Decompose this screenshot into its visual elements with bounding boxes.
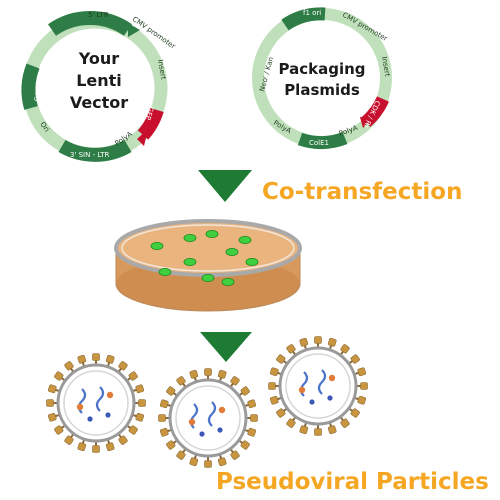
segment-label: Insert: [380, 56, 391, 77]
colony-group: [150, 229, 259, 286]
lenti-vector-plasmid: 5' LTR CMV promoter Insert GFP PolyA 3' …: [21, 10, 177, 162]
colony: [150, 241, 164, 250]
plasmid-title-line: Your: [78, 49, 120, 68]
virus-particle: [158, 368, 258, 468]
plasmid-title-line: Packaging: [279, 60, 366, 78]
colony: [183, 233, 197, 242]
pseudoviral-particles: [46, 336, 368, 468]
segment-label: ColE1: [309, 139, 329, 147]
segment-label: GFP: [144, 105, 155, 120]
segment-label: Insert: [156, 59, 167, 80]
segment-label: f1 ori: [303, 9, 321, 17]
colony: [201, 273, 215, 282]
petri-dish: [114, 219, 302, 312]
plasmid-title-line: Lenti: [76, 71, 122, 90]
colony: [238, 235, 252, 244]
segment-label: 5' LTR: [88, 11, 109, 19]
cotransfection-label: Co-transfection: [262, 179, 462, 205]
virus-particle: [268, 336, 368, 436]
down-arrow-icon: [198, 170, 252, 202]
colony: [205, 229, 219, 238]
segment-label: 3' SIN - LTR: [70, 151, 110, 159]
colony: [245, 257, 259, 266]
plasmid-title-line: Vector: [70, 93, 128, 112]
down-arrow-icon: [200, 332, 252, 362]
colony: [221, 277, 235, 286]
colony: [183, 257, 197, 266]
colony: [225, 247, 239, 256]
virus-particle: [46, 353, 146, 453]
pseudoviral-particles-label: Pseudoviral Particles: [216, 469, 489, 495]
colony: [158, 267, 172, 276]
packaging-plasmid: SV40 Ori f1 ori CMV promoter Insert CDK …: [252, 0, 392, 150]
plasmid-title-line: Plasmids: [284, 81, 360, 99]
